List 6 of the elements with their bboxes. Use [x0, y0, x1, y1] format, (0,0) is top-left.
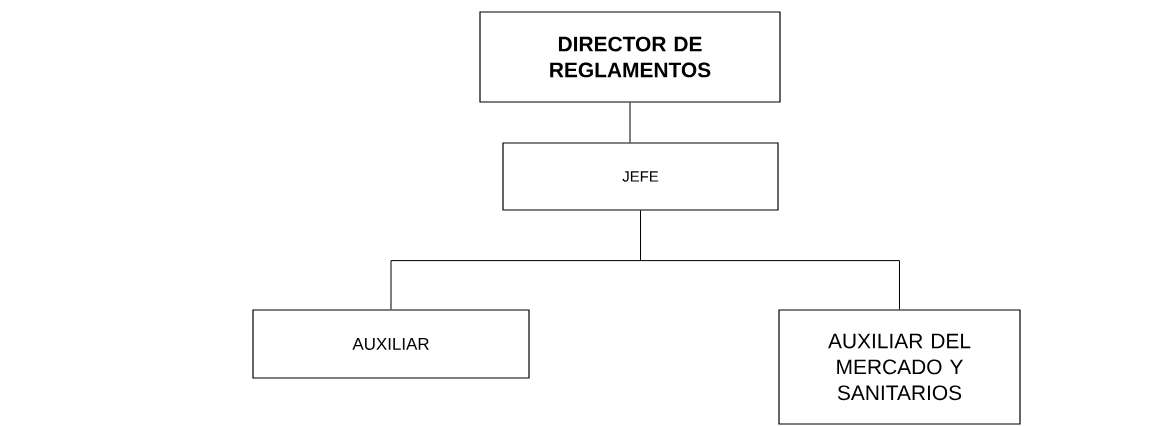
- org-box: JEFE: [502, 142, 779, 211]
- org-box: AUXILIAR DEL MERCADO Y SANITARIOS: [778, 309, 1021, 425]
- connector-line: [640, 210, 900, 310]
- org-box: AUXILIAR: [252, 309, 530, 379]
- org-box: DIRECTOR DE REGLAMENTOS: [479, 11, 781, 103]
- connector-line: [629, 102, 631, 143]
